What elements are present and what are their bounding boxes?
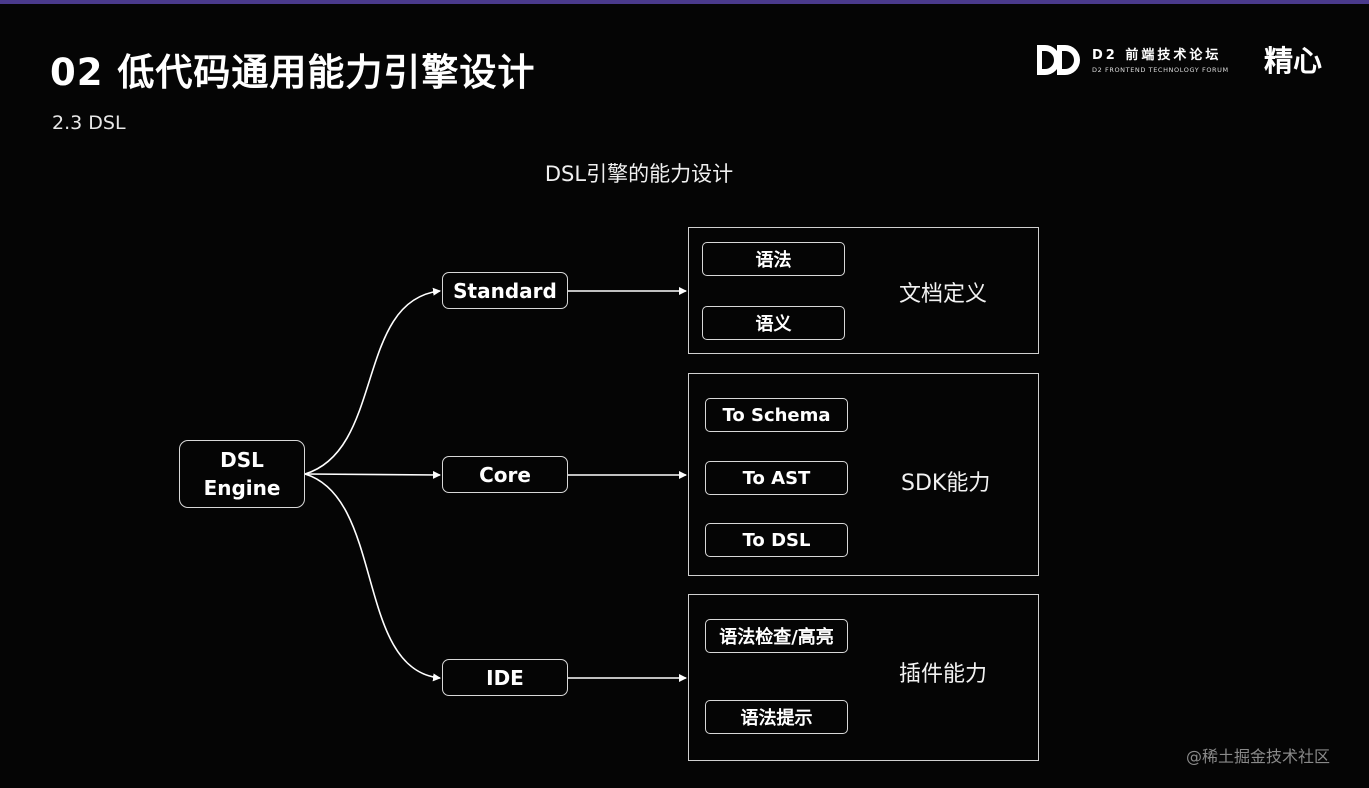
core-node: Core [442,456,568,493]
ide-node: IDE [442,659,568,696]
connector-root-to-standard [304,287,441,475]
top-accent-bar [0,0,1369,4]
group-item-to-dsl: To DSL [705,523,848,557]
group-label-doc-definition: 文档定义 [899,282,988,307]
logo-text-cn: D2 前端技术论坛 [1092,48,1222,63]
connector-root-to-core [304,470,441,479]
sdk-capability-group: To Schema To AST To DSL SDK能力 [688,373,1039,576]
logo-text-en: D2 FRONTEND TECHNOLOGY FORUM [1092,66,1229,74]
standard-node: Standard [442,272,568,309]
group-item-syntax-hint: 语法提示 [705,700,848,734]
watermark: @稀土掘金技术社区 [1186,747,1331,766]
root-label-line1: DSL [220,448,264,472]
slide-title: 02 低代码通用能力引擎设计 [50,51,536,94]
plugin-capability-group: 语法检查/高亮 语法提示 插件能力 [688,594,1039,761]
connector-root-to-ide [304,473,441,682]
group-item-semantics: 语义 [702,306,845,340]
dd-logo-icon [1037,45,1080,75]
group-item-to-ast: To AST [705,461,848,495]
document-definition-group: 语法 语义 文档定义 [688,227,1039,354]
d2-forum-logo: D2 前端技术论坛 D2 FRONTEND TECHNOLOGY FORUM [1036,42,1236,78]
diagram-title: DSL引擎的能力设计 [544,162,734,186]
group-item-syntax-check-highlight: 语法检查/高亮 [705,619,848,653]
group-item-syntax: 语法 [702,242,845,276]
brand-mark: 精心 [1264,44,1323,78]
dsl-engine-node: DSL Engine [179,440,305,508]
group-label-sdk: SDK能力 [901,471,991,496]
root-label-line2: Engine [203,476,281,500]
slide-subtitle: 2.3 DSL [52,112,126,134]
group-item-to-schema: To Schema [705,398,848,432]
group-label-plugin: 插件能力 [899,662,988,687]
